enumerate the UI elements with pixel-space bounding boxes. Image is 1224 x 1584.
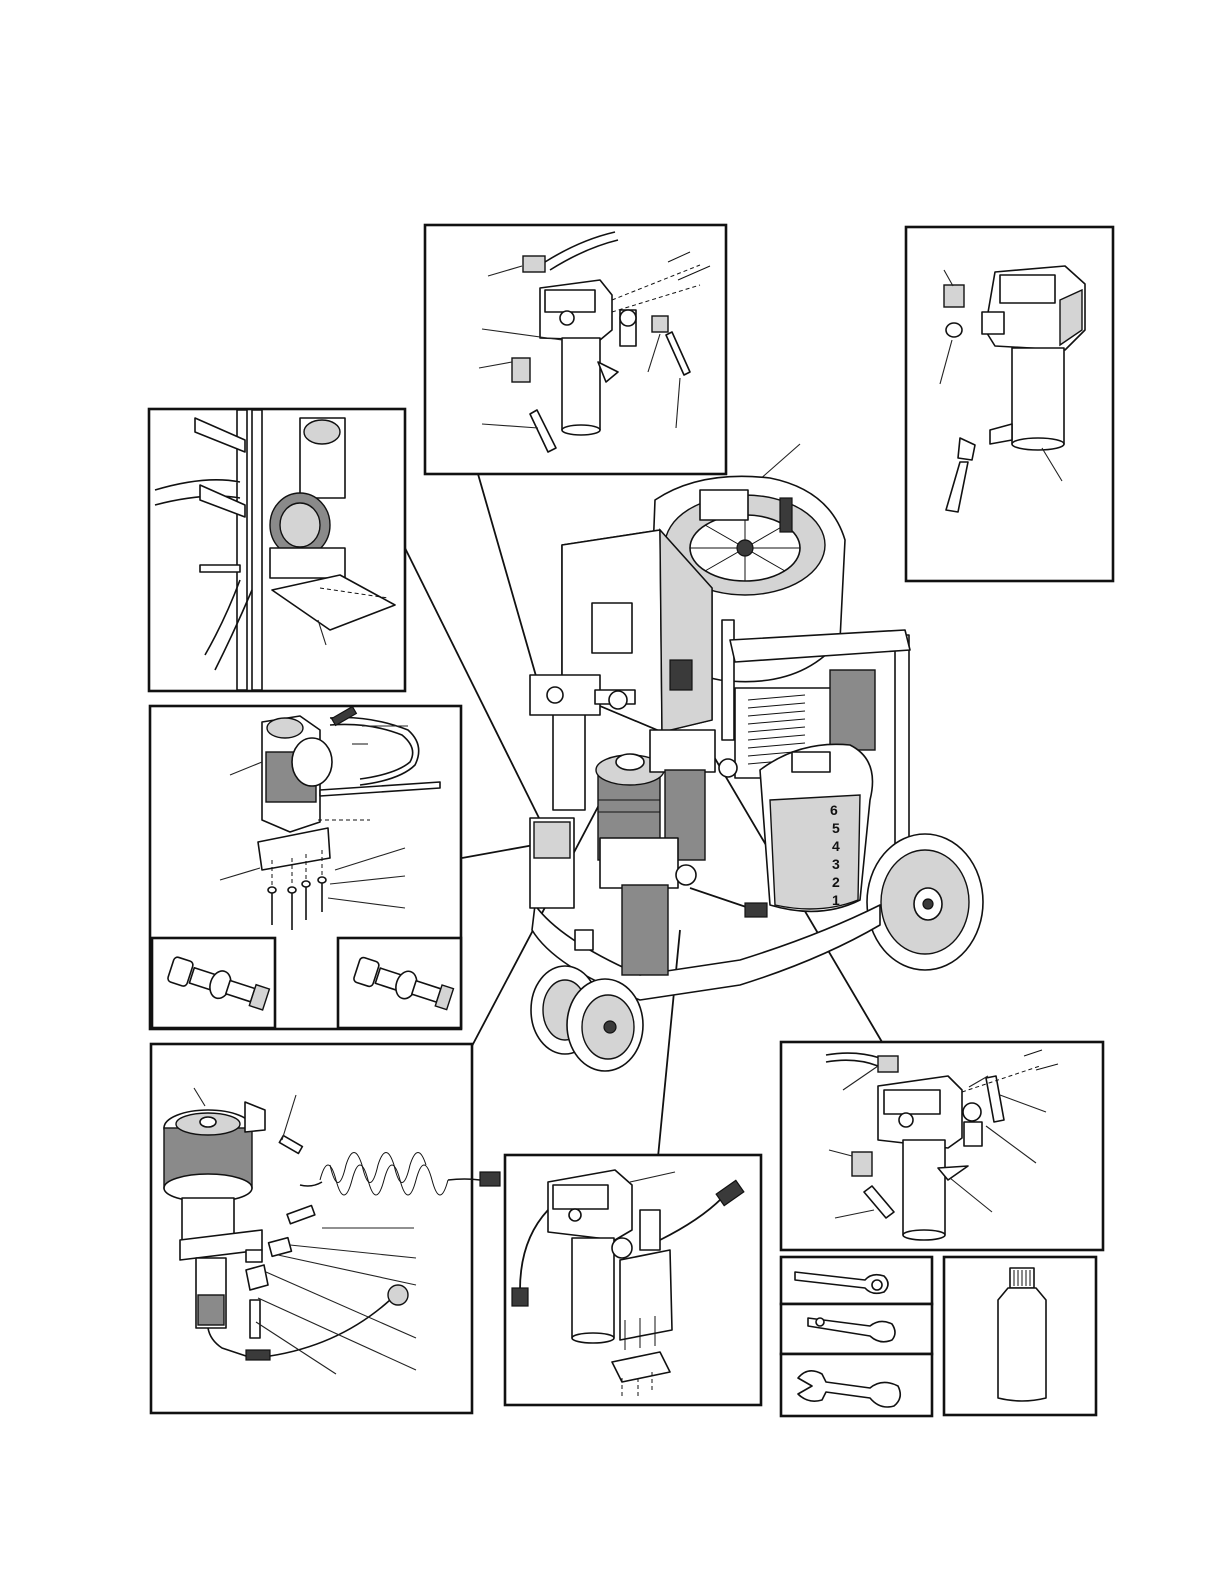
panel-swivel-fitting-right <box>338 938 461 1028</box>
gauge-digit: 4 <box>832 838 840 854</box>
gauge-digit: 3 <box>832 856 840 872</box>
panel-filter-housing-right <box>906 227 1113 581</box>
panel-filter-manifold-top <box>425 225 726 474</box>
panel-swivel-fitting-left <box>152 938 275 1028</box>
gauge-digit: 2 <box>832 874 840 890</box>
panel-tool-wrench-large <box>781 1354 932 1416</box>
panel-tool-wrench-medium <box>781 1304 932 1354</box>
panel-filter-manifold-bottom-right <box>781 1042 1103 1250</box>
panel-tool-wrench-small <box>781 1257 932 1304</box>
gauge-digit: 6 <box>830 802 838 818</box>
panel-filter-with-hose <box>505 1155 761 1405</box>
panel-accumulator-hose-kit <box>151 1044 500 1413</box>
gauge-digit: 1 <box>832 892 840 908</box>
panel-lubricant-bottle <box>944 1257 1096 1415</box>
panel-pump-frame-mount <box>149 409 405 691</box>
gauge-digit: 5 <box>832 820 840 836</box>
